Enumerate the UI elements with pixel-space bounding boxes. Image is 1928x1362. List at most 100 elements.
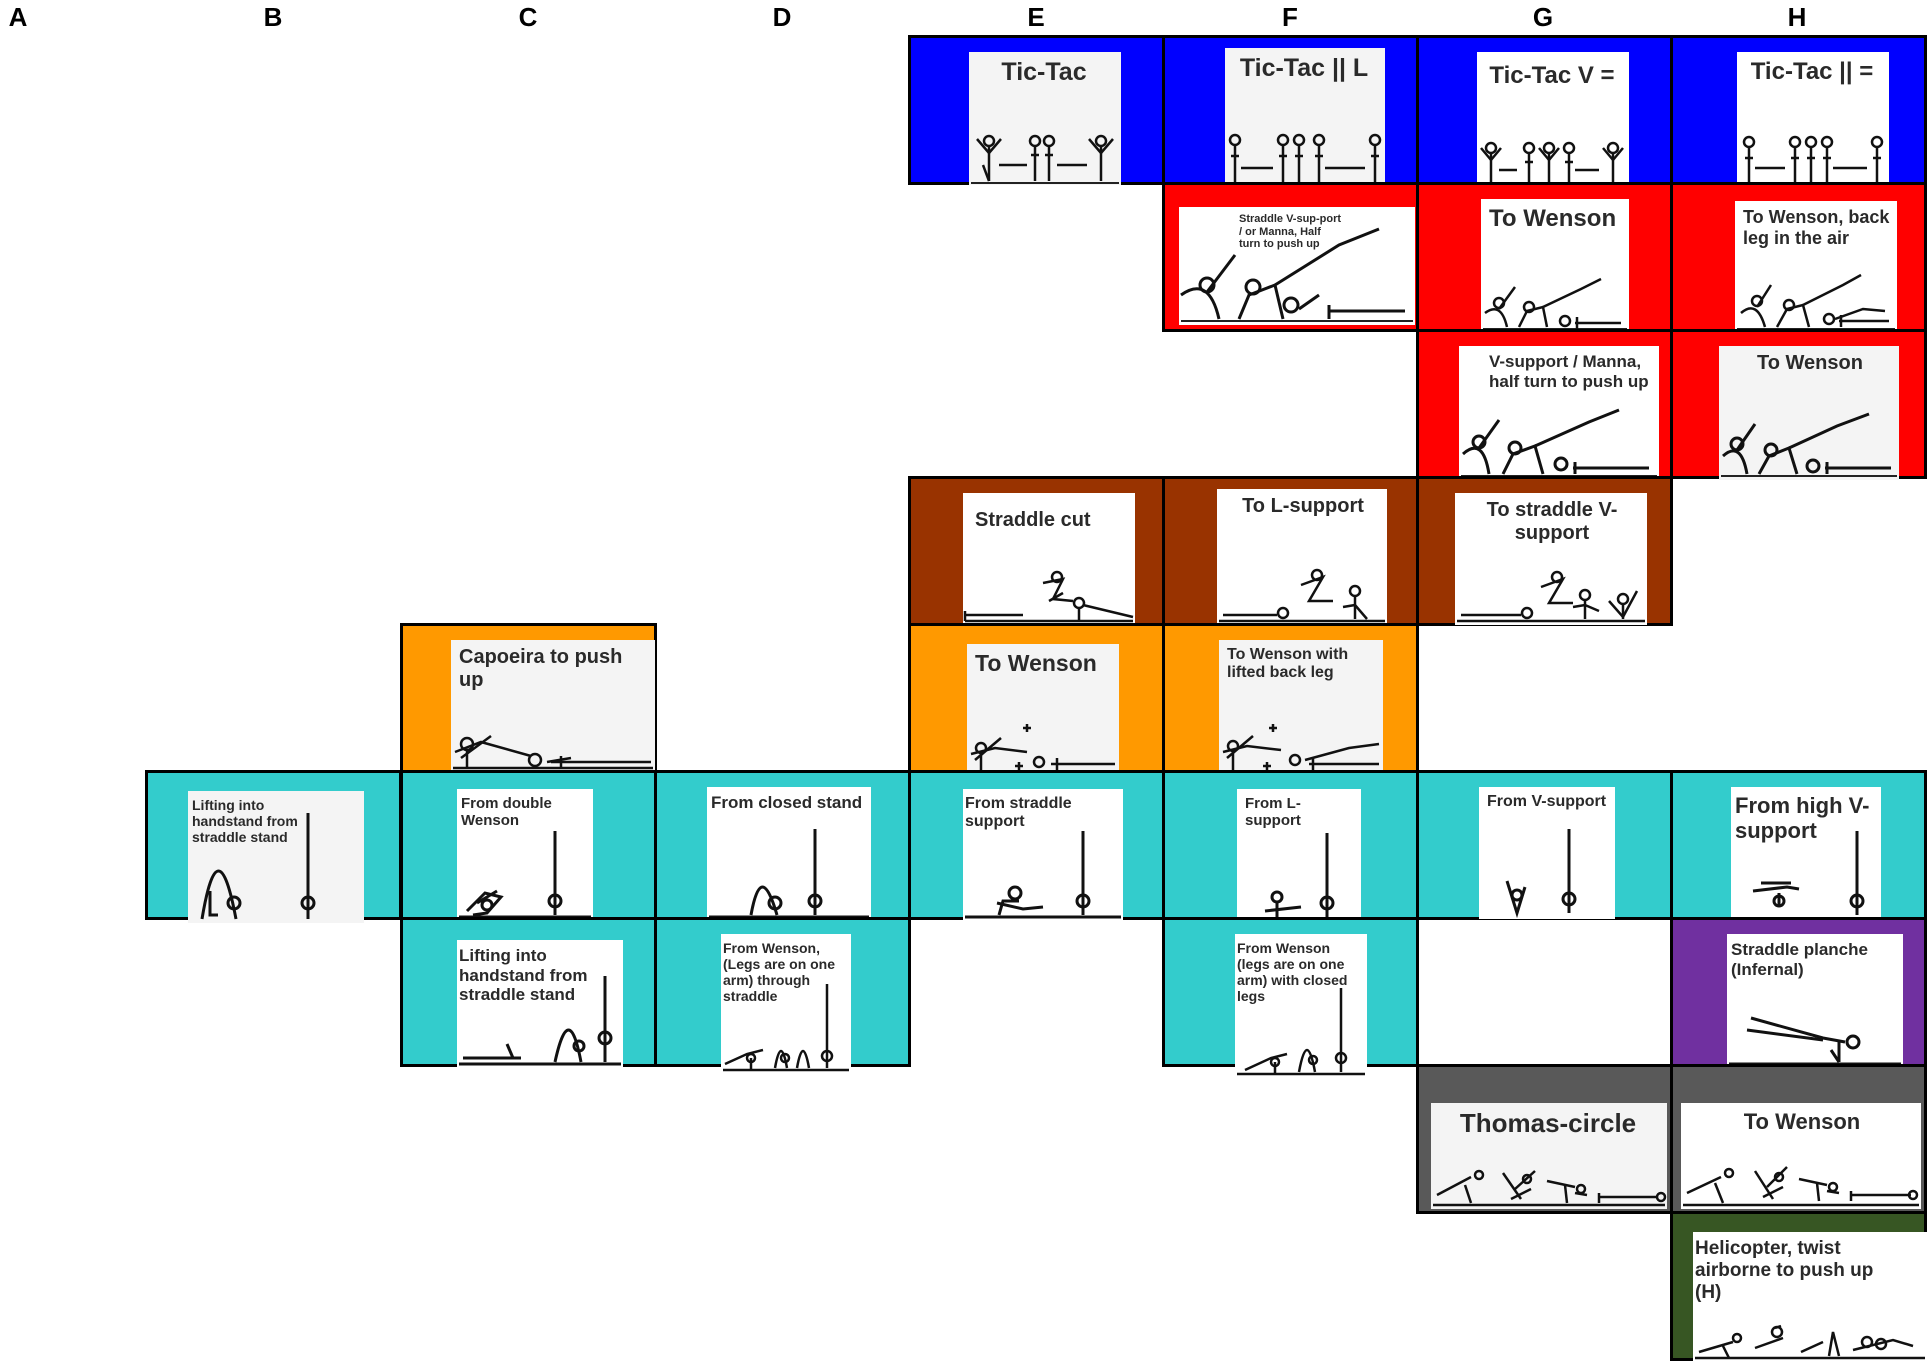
stick-figure-icon <box>1505 829 1577 919</box>
move-label: Tic-Tac V = <box>1489 62 1615 89</box>
move-card: To Wenson <box>1681 1103 1921 1209</box>
move-card: To straddle V-support <box>1455 493 1647 625</box>
move-card: From closed stand <box>707 787 871 921</box>
move-cell[interactable]: To straddle V-support <box>1416 476 1673 626</box>
stick-figure-icon <box>1739 135 1887 185</box>
move-cell[interactable]: Straddle V-sup-port / or Manna, Half tur… <box>1162 182 1419 332</box>
move-cell[interactable]: From L-support <box>1162 770 1419 923</box>
move-cell[interactable]: To L-support <box>1162 476 1419 626</box>
move-cell[interactable]: From high V-support <box>1670 770 1927 921</box>
move-cell[interactable]: V-support / Manna, half turn to push up <box>1416 329 1673 480</box>
stick-figure-icon <box>965 831 1121 919</box>
move-card: To Wenson, back leg in the air <box>1735 201 1897 333</box>
move-card: Straddle cut <box>963 493 1135 625</box>
stick-figure-icon <box>1219 568 1385 623</box>
move-cell[interactable]: To Wenson <box>1670 1064 1927 1214</box>
stick-figure-icon <box>1461 408 1657 477</box>
move-cell[interactable]: To Wenson <box>1416 182 1673 333</box>
stick-figure-icon <box>200 813 316 920</box>
stick-figure-icon <box>1479 141 1627 185</box>
stick-figure-icon <box>1483 277 1627 330</box>
move-label: To Wenson with lifted back leg <box>1227 646 1349 682</box>
move-cell[interactable]: Thomas-circle <box>1416 1064 1673 1214</box>
move-label: Thomas-circle <box>1459 1108 1637 1138</box>
stick-figure-icon <box>1239 833 1359 921</box>
move-cell[interactable]: Straddle cut <box>908 476 1165 626</box>
move-card: From L-support <box>1237 789 1361 923</box>
move-cell[interactable]: To Wenson <box>1670 329 1927 480</box>
column-header-d: D <box>772 2 792 32</box>
move-card: Straddle V-sup-port / or Manna, Half tur… <box>1179 207 1415 325</box>
column-header-h: H <box>1787 2 1807 32</box>
move-label: To Wenson, back leg in the air <box>1743 207 1890 248</box>
stick-figure-icon <box>1457 570 1645 623</box>
stick-figure-icon <box>1227 133 1383 187</box>
column-header-a: A <box>8 2 28 32</box>
move-label: Lifting into handstand from straddle sta… <box>192 797 298 846</box>
move-label: From Wenson, (Legs are on one arm) throu… <box>723 940 836 1005</box>
move-cell[interactable]: From V-support <box>1416 770 1673 920</box>
stick-figure-icon <box>1221 724 1381 774</box>
stick-figure-icon <box>1721 412 1897 477</box>
stick-figure-icon <box>1433 1169 1667 1207</box>
move-label: From straddle support <box>965 795 1072 831</box>
stick-figure-icon <box>723 984 849 1072</box>
move-card: Lifting into handstand from straddle sta… <box>457 940 623 1068</box>
move-cell[interactable]: Tic-Tac V = <box>1416 35 1673 186</box>
move-cell[interactable]: Tic-Tac || = <box>1670 35 1927 186</box>
move-cell[interactable]: From straddle support <box>908 770 1165 921</box>
move-card: From Wenson, (Legs are on one arm) throu… <box>721 934 851 1074</box>
stick-figure-icon <box>1729 1016 1901 1066</box>
move-card: From Wenson (legs are on one arm) with c… <box>1235 934 1367 1078</box>
move-card: From double Wenson <box>457 789 593 921</box>
move-cell[interactable]: Helicopter, twist airborne to push up (H… <box>1670 1211 1927 1362</box>
move-cell[interactable]: From double Wenson <box>400 770 657 921</box>
stick-figure-icon <box>459 976 621 1066</box>
move-card: Tic-Tac || L <box>1225 48 1385 188</box>
move-label: Helicopter, twist airborne to push up (H… <box>1695 1238 1874 1303</box>
stick-figure-icon <box>1695 1324 1925 1360</box>
move-card: From straddle support <box>963 789 1123 921</box>
move-cell[interactable]: Tic-Tac <box>908 35 1165 185</box>
move-label: Tic-Tac || = <box>1750 58 1874 85</box>
move-label: To L-support <box>1242 495 1364 517</box>
stick-figure-icon <box>1683 1166 1919 1207</box>
move-card: Tic-Tac <box>969 52 1121 185</box>
move-cell[interactable]: Lifting into handstand from straddle sta… <box>145 770 402 923</box>
move-label: V-support / Manna, half turn to push up <box>1489 352 1649 391</box>
move-card: Tic-Tac || = <box>1737 52 1889 186</box>
move-label: Straddle planche (Infernal) <box>1731 940 1868 979</box>
move-cell[interactable]: To Wenson <box>908 623 1165 776</box>
stick-figure-icon <box>709 829 869 919</box>
column-header-f: F <box>1282 2 1298 32</box>
move-card: Capoeira to push up <box>451 640 655 772</box>
move-label: Capoeira to push up <box>459 646 623 691</box>
move-cell[interactable]: Straddle planche (Infernal) <box>1670 917 1927 1068</box>
move-cell[interactable]: Capoeira to push up <box>400 623 657 773</box>
move-cell[interactable]: From Wenson, (Legs are on one arm) throu… <box>654 917 911 1074</box>
column-header-g: G <box>1532 2 1554 32</box>
move-card: Helicopter, twist airborne to push up (H… <box>1693 1232 1927 1362</box>
column-header-e: E <box>1027 2 1045 32</box>
move-cell[interactable]: From Wenson (legs are on one arm) with c… <box>1162 917 1419 1078</box>
move-label: From double Wenson <box>461 795 552 830</box>
stick-figure-icon <box>459 831 591 919</box>
stick-figure-icon <box>1737 273 1895 330</box>
move-cell[interactable]: Tic-Tac || L <box>1162 35 1419 188</box>
move-card: To L-support <box>1217 489 1387 625</box>
move-label: From Wenson (legs are on one arm) with c… <box>1237 940 1348 1005</box>
stick-figure-icon <box>453 734 653 770</box>
move-label: From L-support <box>1245 795 1301 830</box>
move-label: Lifting into handstand from straddle sta… <box>459 946 588 1005</box>
move-card: To Wenson with lifted back leg <box>1219 640 1383 776</box>
stick-figure-icon <box>1237 988 1365 1076</box>
move-label: To straddle V-support <box>1486 499 1618 544</box>
move-cell[interactable]: To Wenson, back leg in the air <box>1670 182 1927 333</box>
move-label: Tic-Tac <box>1001 58 1087 86</box>
column-header-c: C <box>518 2 538 32</box>
move-cell[interactable]: Lifting into handstand from straddle sta… <box>400 917 657 1068</box>
move-label: From high V-support <box>1735 793 1870 844</box>
move-cell[interactable]: From closed stand <box>654 770 911 921</box>
move-cell[interactable]: To Wenson with lifted back leg <box>1162 623 1419 776</box>
move-label: From V-support <box>1487 793 1607 810</box>
